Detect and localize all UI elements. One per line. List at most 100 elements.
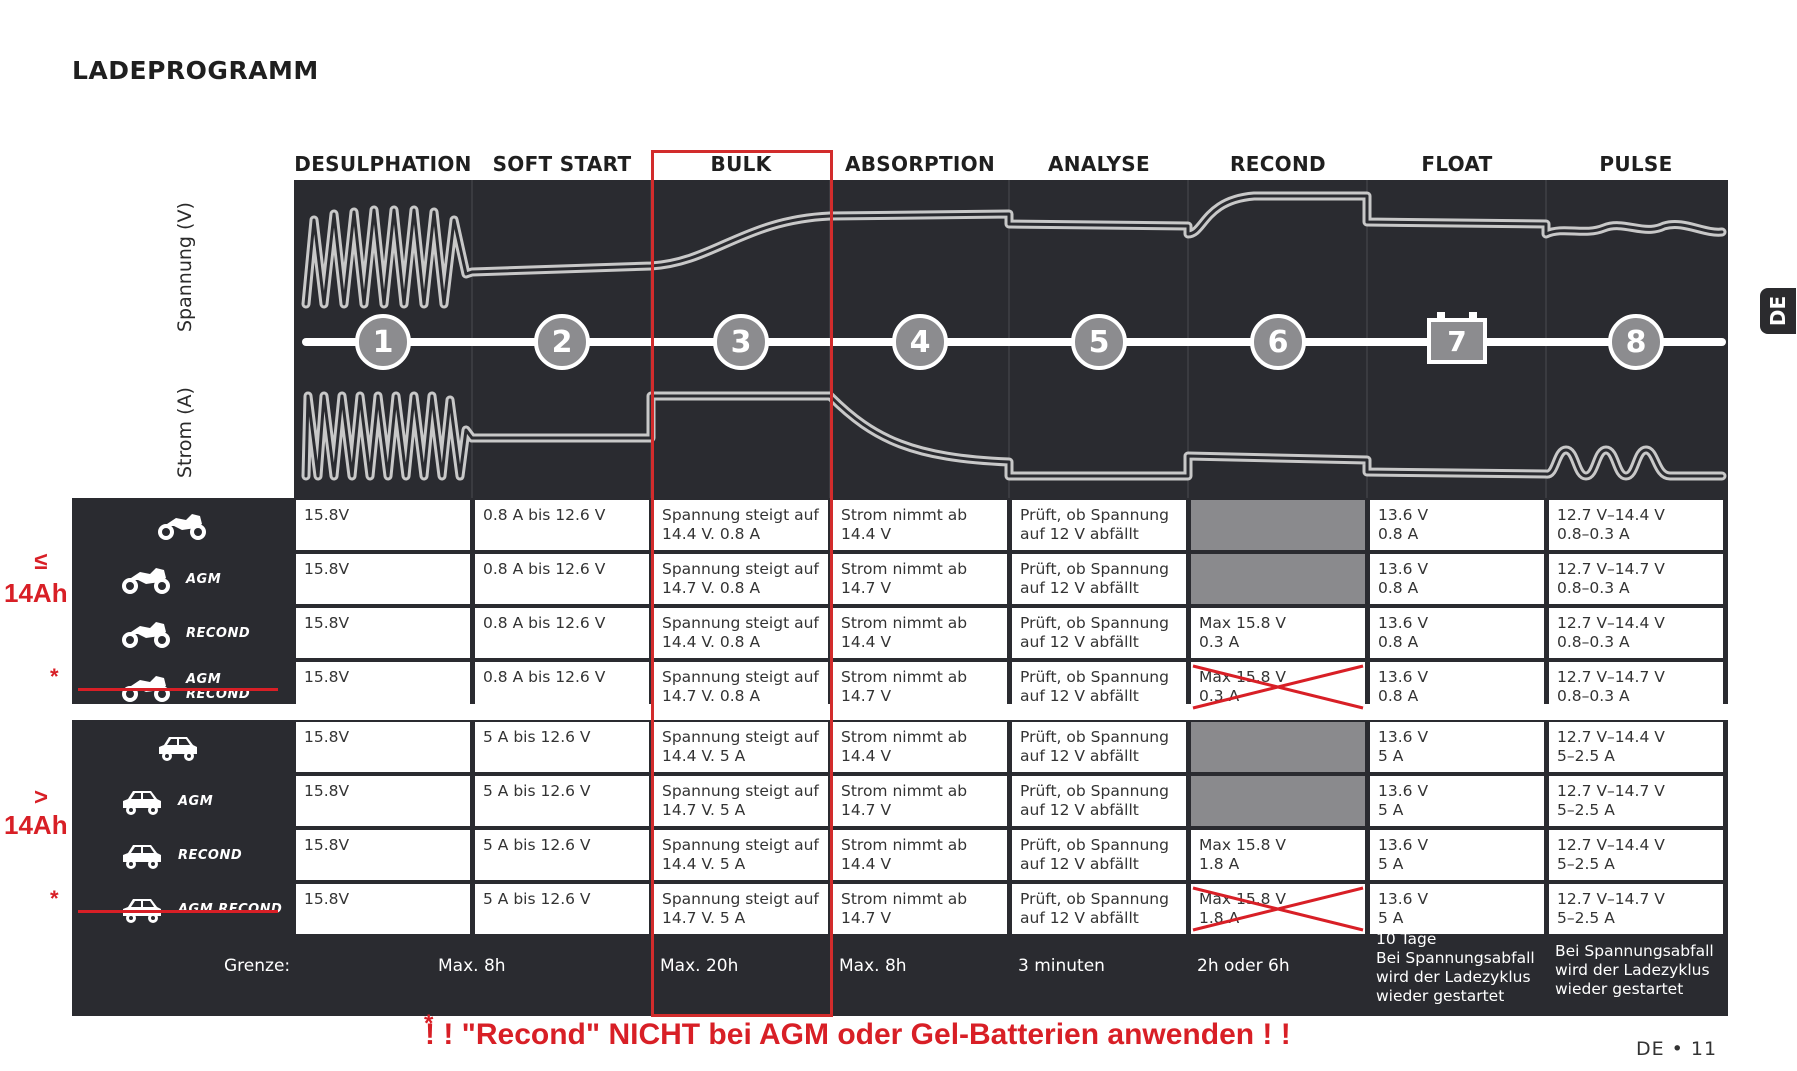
current-axis-label: Strom (A) <box>174 387 196 478</box>
battery-terminal <box>1437 312 1445 319</box>
row-mode-1-1[interactable] <box>100 500 290 550</box>
table-cell: 12.7 V–14.4 V 5–2.5 A <box>1549 722 1723 772</box>
table-cell: 13.6 V 0.8 A <box>1370 500 1544 550</box>
row-mode-2-3[interactable]: RECOND <box>100 830 290 880</box>
battery-icon: 7 <box>1427 318 1487 364</box>
phase-heading-1: DESULPHATION <box>294 152 472 176</box>
table-cell: 12.7 V–14.4 V 0.8–0.3 A <box>1549 500 1723 550</box>
table-cell: Prüft, ob Spannung auf 12 V abfällt <box>1012 830 1186 880</box>
charge-curve-graphic <box>301 180 1727 498</box>
recond-warning-star: * <box>50 664 59 689</box>
table-cell: 12.7 V–14.4 V 0.8–0.3 A <box>1549 608 1723 658</box>
table-cell: 13.6 V 0.8 A <box>1370 554 1544 604</box>
voltage-curve <box>301 191 1727 309</box>
phase-number-6: 6 <box>1250 314 1306 370</box>
limit-label: Grenze: <box>224 956 291 976</box>
table-cell: 13.6 V 5 A <box>1370 830 1544 880</box>
table-cell: Prüft, ob Spannung auf 12 V abfällt <box>1012 884 1186 934</box>
table-cell: Strom nimmt ab 14.7 V <box>833 662 1007 712</box>
table-cell: 15.8V <box>296 554 470 604</box>
table-cell: 13.6 V 5 A <box>1370 776 1544 826</box>
table-cell: Prüft, ob Spannung auf 12 V abfällt <box>1012 776 1186 826</box>
phase-heading-8: PULSE <box>1599 152 1673 176</box>
strike-through-line <box>78 910 278 913</box>
table-cell: Spannung steigt auf 14.4 V. 5 A <box>654 722 828 772</box>
table-cell: Spannung steigt auf 14.4 V. 0.8 A <box>654 608 828 658</box>
row-mode-1-2[interactable]: AGM <box>100 554 290 604</box>
table-cell: Max 15.8 V 0.3 A <box>1191 608 1365 658</box>
row-mode-2-2[interactable]: AGM <box>100 776 290 826</box>
phase-number-3: 3 <box>713 314 769 370</box>
limit-value: 3 minuten <box>1018 956 1105 976</box>
row-mode-1-4[interactable]: AGM RECOND <box>100 662 290 712</box>
table-cell: 15.8V <box>296 830 470 880</box>
recond-warning-star: * <box>50 886 59 911</box>
phase-heading-5: ANALYSE <box>1048 152 1150 176</box>
motorcycle-icon <box>156 508 208 542</box>
row-mode-2-1[interactable] <box>100 722 290 772</box>
table-cell: Max 15.8 V 1.8 A <box>1191 884 1365 934</box>
car-icon <box>120 786 164 816</box>
table-cell: Strom nimmt ab 14.7 V <box>833 884 1007 934</box>
table-cell: Strom nimmt ab 14.4 V <box>833 830 1007 880</box>
table-cell <box>1191 722 1365 772</box>
table-cell: Prüft, ob Spannung auf 12 V abfällt <box>1012 554 1186 604</box>
table-cell: 0.8 A bis 12.6 V <box>475 554 649 604</box>
current-curve <box>301 391 1727 481</box>
table-cell: 12.7 V–14.7 V 5–2.5 A <box>1549 776 1723 826</box>
table-cell: Spannung steigt auf 14.7 V. 5 A <box>654 776 828 826</box>
table-cell: Spannung steigt auf 14.4 V. 0.8 A <box>654 500 828 550</box>
table-cell: 15.8V <box>296 662 470 712</box>
table-cell: 15.8V <box>296 884 470 934</box>
row-mode-2-4[interactable]: AGM RECOND <box>100 884 290 934</box>
table-cell: 13.6 V 0.8 A <box>1370 662 1544 712</box>
mode-label: RECOND <box>178 847 243 863</box>
table-cell: Strom nimmt ab 14.7 V <box>833 776 1007 826</box>
crossed-out-mark <box>1191 884 1365 934</box>
phase-number-1: 1 <box>355 314 411 370</box>
phase-number-4: 4 <box>892 314 948 370</box>
phase-heading-6: RECOND <box>1230 152 1326 176</box>
page-title: LADEPROGRAMM <box>72 56 319 85</box>
table-cell: Strom nimmt ab 14.7 V <box>833 554 1007 604</box>
phase-number-5: 5 <box>1071 314 1127 370</box>
mode-label: RECOND <box>186 625 251 641</box>
table-cell: Spannung steigt auf 14.4 V. 5 A <box>654 830 828 880</box>
phase-number-8: 8 <box>1608 314 1664 370</box>
table-cell <box>1191 500 1365 550</box>
car-icon <box>120 840 164 870</box>
table-cell: 0.8 A bis 12.6 V <box>475 608 649 658</box>
battery-terminal <box>1469 312 1477 319</box>
table-cell: 5 A bis 12.6 V <box>475 722 649 772</box>
phase-number-2: 2 <box>534 314 590 370</box>
table-cell: Spannung steigt auf 14.7 V. 0.8 A <box>654 662 828 712</box>
size-label-symbol: ≤ <box>34 548 48 575</box>
table-cell: 12.7 V–14.7 V 0.8–0.3 A <box>1549 554 1723 604</box>
charge-curve-panel <box>294 180 1728 498</box>
table-cell: 12.7 V–14.7 V 0.8–0.3 A <box>1549 662 1723 712</box>
table-cell <box>1191 776 1365 826</box>
size-label: 14Ah <box>4 810 68 840</box>
table-cell: 15.8V <box>296 776 470 826</box>
mode-label: AGM RECOND <box>186 672 251 702</box>
table-cell: Prüft, ob Spannung auf 12 V abfällt <box>1012 608 1186 658</box>
row-mode-1-3[interactable]: RECOND <box>100 608 290 658</box>
motorcycle-icon <box>120 562 172 596</box>
table-cell: 13.6 V 5 A <box>1370 884 1544 934</box>
size-label-symbol: > <box>33 784 48 811</box>
limit-value: Max. 20h <box>660 956 739 976</box>
table-cell: 13.6 V 5 A <box>1370 722 1544 772</box>
car-icon <box>156 732 200 762</box>
limit-value: Bei Spannungsabfall wird der Ladezyklus … <box>1555 942 1714 998</box>
page-number: DE • 11 <box>1636 1038 1718 1060</box>
limit-value: 10 Tage Bei Spannungsabfall wird der Lad… <box>1376 930 1535 1005</box>
table-cell: 13.6 V 0.8 A <box>1370 608 1544 658</box>
table-cell: 15.8V <box>296 722 470 772</box>
strike-through-line <box>78 688 278 691</box>
table-cell: Spannung steigt auf 14.7 V. 0.8 A <box>654 554 828 604</box>
language-tab: DE <box>1760 288 1796 334</box>
phase-heading-2: SOFT START <box>492 152 632 176</box>
mode-label: AGM <box>186 571 222 587</box>
phase-heading-3: BULK <box>710 152 772 176</box>
table-cell: Strom nimmt ab 14.4 V <box>833 722 1007 772</box>
